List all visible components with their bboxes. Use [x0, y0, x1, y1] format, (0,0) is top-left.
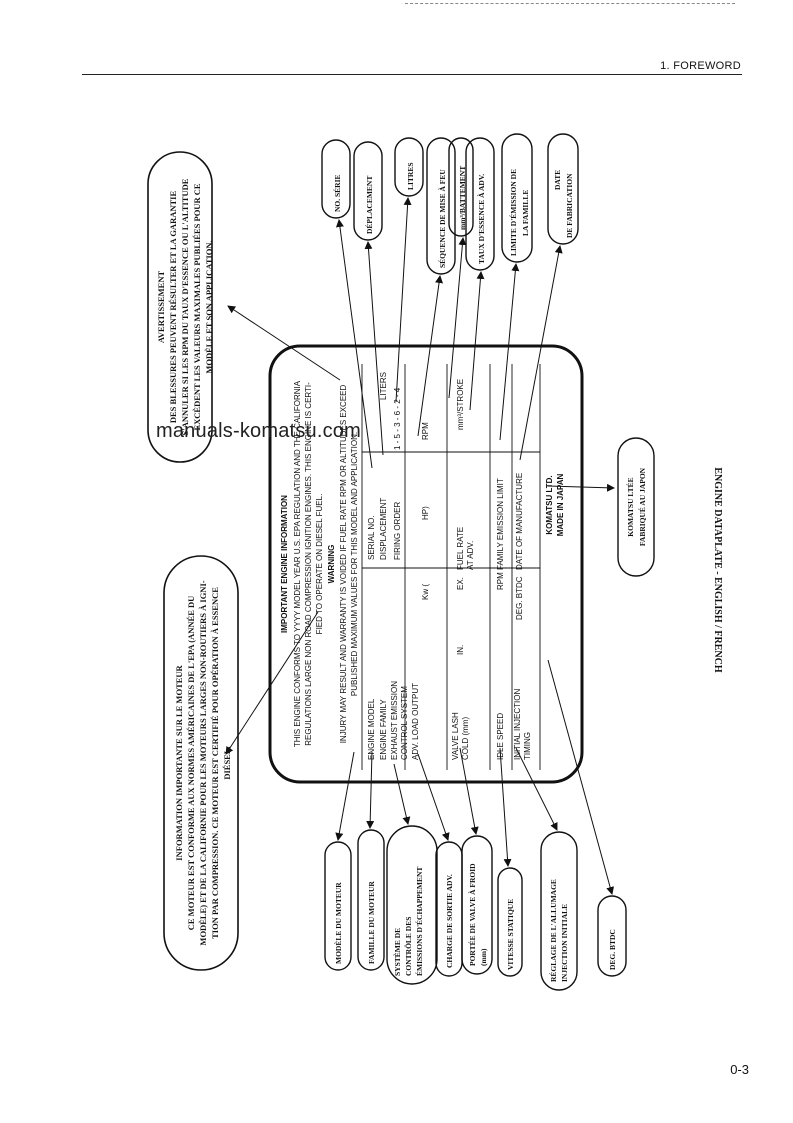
callout-komatsu: KOMATSU LTÉE	[625, 477, 635, 536]
row-kw: Kw (	[421, 584, 430, 600]
avertissement-title: AVERTISSEMENT	[156, 271, 166, 344]
callout-komatsu: FABRIQUÉ AU JAPON	[637, 467, 647, 546]
row-fuel-rate-adv: AT ADV.	[466, 541, 475, 570]
row-in: IN.	[456, 645, 465, 655]
callout-deplacement: DÉPLACEMENT	[364, 176, 374, 234]
row-valve-cold: COLD (mm)	[461, 717, 470, 760]
row-engine-model: ENGINE MODEL	[367, 698, 376, 760]
watermark: manuals-komatsu.com	[156, 420, 361, 442]
header-rule	[82, 74, 742, 75]
avertissement-callout: AVERTISSEMENT DES BLESSURES PEUVENT RÉSU…	[147, 151, 214, 463]
row-ex: EX.	[456, 577, 465, 590]
row-firing-order: FIRING ORDER	[393, 502, 402, 560]
leader-arrows	[225, 197, 615, 895]
plate-title: IMPORTANT ENGINE INFORMATION	[280, 495, 289, 633]
row-engine-family: ENGINE FAMILY	[379, 699, 388, 760]
plate-warning: INJURY MAY RESULT AND WARRANTY IS VOIDED…	[339, 384, 348, 743]
header-top-rule	[405, 3, 735, 4]
callout-systeme: CONTRÔLE DES	[403, 917, 413, 976]
callout-litres: LITRES	[406, 162, 415, 190]
callout-systeme: ÉMISSIONS D'ÉCHAPPEMENT	[414, 867, 424, 976]
callout-famille: FAMILLE DU MOTEUR	[367, 881, 376, 964]
bottom-callouts	[324, 825, 627, 991]
info-line: MODÈLE) ET DE LA CALIFORNIE POUR LES MOT…	[198, 580, 208, 945]
diagram-caption: ENGINE DATAPLATE - ENGLISH / FRENCH	[712, 467, 723, 673]
row-valve-lash: VALVE LASH	[451, 712, 460, 760]
row-initial-injection: INITIAL INJECTION	[513, 689, 522, 760]
avertissement-line: DES BLESSURES PEUVENT RÉSULTER ET LA GAR…	[168, 191, 178, 424]
avertissement-line: MODÈLE ET SON APPLICATION.	[204, 240, 214, 373]
row-deg-btdc: DEG. BTDC	[515, 576, 524, 620]
row-stroke: mm³/STROKE	[456, 379, 465, 430]
row-idle-speed: IDLE SPEED	[496, 713, 505, 760]
callout-vitesse: VITESSE STATIQUE	[506, 899, 515, 970]
avertissement-line: EXCÈDENT LES VALEURS MAXIMALES PUBLIÉES …	[192, 183, 202, 430]
information-callout: INFORMATION IMPORTANTE SUR LE MOTEUR CE …	[163, 555, 239, 971]
callout-systeme: SYSTÈME DE	[392, 928, 402, 976]
callout-sequence: SÉQUENCE DE MISE À FEU	[437, 169, 447, 268]
plate-warning-title: WARNING	[327, 545, 336, 584]
callout-portee: (mm)	[479, 948, 488, 966]
row-rpm: RPM	[421, 422, 430, 440]
info-line: DIÉSEL.	[222, 746, 232, 779]
engine-dataplate: IMPORTANT ENGINE INFORMATION THIS ENGINE…	[268, 344, 584, 784]
callout-charge: CHARGE DE SORTIE ADV.	[445, 874, 454, 968]
row-adv-load: ADV. LOAD OUTPUT	[411, 683, 420, 760]
callout-portee: PORTÉE DE VALVE À FROID	[467, 863, 477, 966]
top-callouts	[321, 133, 579, 275]
callout-date: DATE	[553, 170, 562, 190]
row-exhaust: EXHAUST EMISSION	[390, 681, 399, 760]
row-serial-no: SERIAL NO.	[367, 515, 376, 560]
info-line: CE MOTEUR EST CONFORME AUX NORMES AMÉRIC…	[186, 596, 196, 931]
row-firing-seq: 1 - 5 - 3 - 6 - 2 - 4	[393, 387, 402, 450]
section-title: 1. FOREWORD	[660, 60, 741, 72]
page-number: 0-3	[730, 1062, 749, 1077]
row-liters: LITERS	[379, 372, 388, 400]
callout-modele: MODÈLE DU MOTEUR	[333, 882, 343, 964]
row-timing: TIMING	[523, 732, 532, 760]
row-hp: HP)	[421, 506, 430, 520]
callout-battement: mm³/BATTEMENT	[458, 166, 467, 230]
komatsu-callout	[617, 437, 655, 577]
plate-intro: FIED TO OPERATE ON DIESEL FUEL.	[315, 494, 324, 635]
callout-deg-btdc: DEG. BTDC	[608, 929, 617, 970]
row-exhaust: CONTROL SYSTEM	[400, 686, 409, 760]
row-displacement: DISPLACEMENT	[379, 498, 388, 560]
avertissement-line: S'ANNULER SI LES RPM DU TAUX D'ESSENCE O…	[180, 178, 190, 435]
row-date-mfg: DATE OF MANUFACTURE	[515, 473, 524, 570]
callout-reglage: INJECTION INITIALE	[560, 904, 569, 982]
callout-reglage: RÉGLAGE DE L'ALLUMAGE	[548, 879, 558, 982]
plate-warning: PUBLISHED MAXIMUM VALUES FOR THIS MODEL …	[350, 432, 359, 696]
callout-taux: TAUX D'ESSENCE À ADV.	[476, 174, 486, 264]
callout-no-serie: NO. SÉRIE	[332, 174, 342, 212]
row-rpm2: RPM	[496, 572, 505, 590]
row-made-in: MADE IN JAPAN	[556, 474, 565, 537]
row-maker: KOMATSU LTD.	[545, 475, 554, 534]
info-title: INFORMATION IMPORTANTE SUR LE MOTEUR	[174, 664, 184, 860]
callout-limite: LA FAMILLE	[521, 190, 530, 236]
callout-limite: LIMITE D'ÉMISSION DE	[508, 169, 518, 256]
info-line: TION PAR COMPRESSION. CE MOTEUR EST CERT…	[210, 587, 220, 939]
row-fuel-rate: FUEL RATE	[456, 527, 465, 570]
row-fel: FAMILY EMISSION LIMIT	[496, 478, 505, 570]
plate-intro: REGULATIONS LARGE NON ROAD COMPRESSION I…	[304, 382, 313, 746]
callout-date: DE FABRICATION	[565, 173, 574, 238]
plate-intro: THIS ENGINE CONFORMS TO YYYY MODEL YEAR …	[293, 380, 302, 747]
